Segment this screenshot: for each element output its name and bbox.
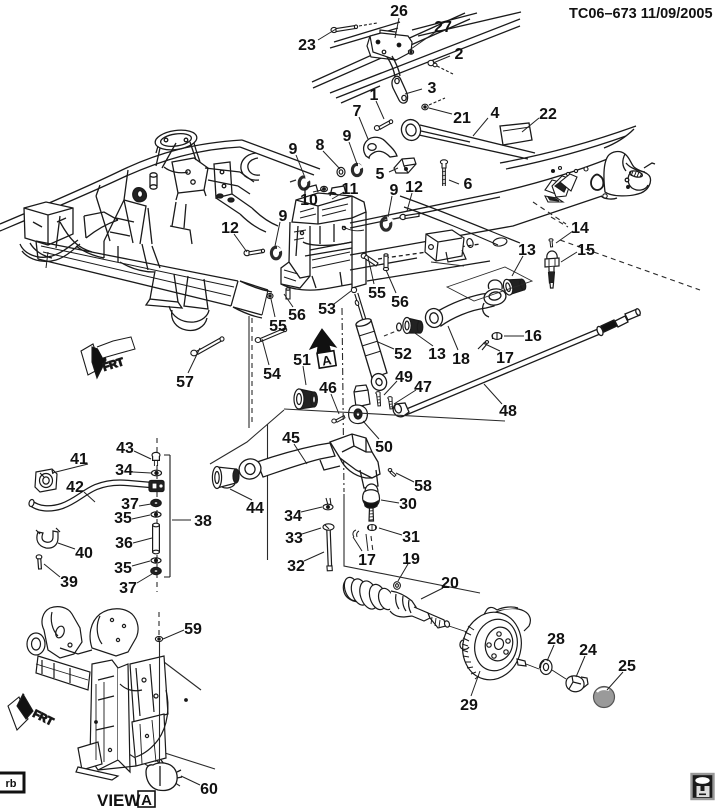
svg-text:50: 50 bbox=[375, 439, 393, 456]
svg-text:A: A bbox=[141, 792, 152, 808]
svg-text:33: 33 bbox=[285, 530, 303, 547]
svg-text:55: 55 bbox=[368, 285, 386, 302]
svg-text:17: 17 bbox=[358, 552, 376, 569]
svg-text:40: 40 bbox=[75, 545, 93, 562]
svg-text:21: 21 bbox=[453, 110, 471, 127]
svg-text:9: 9 bbox=[289, 141, 298, 158]
svg-text:8: 8 bbox=[316, 137, 325, 154]
svg-text:7: 7 bbox=[353, 103, 362, 120]
svg-text:46: 46 bbox=[319, 380, 337, 397]
svg-text:14: 14 bbox=[571, 220, 589, 237]
svg-text:2: 2 bbox=[455, 46, 464, 63]
svg-text:VIEW: VIEW bbox=[97, 791, 141, 808]
svg-text:A: A bbox=[321, 352, 333, 368]
svg-text:26: 26 bbox=[390, 3, 408, 20]
svg-text:28: 28 bbox=[547, 631, 565, 648]
svg-text:20: 20 bbox=[441, 575, 459, 592]
svg-text:13: 13 bbox=[428, 346, 446, 363]
svg-text:9: 9 bbox=[390, 182, 399, 199]
svg-text:24: 24 bbox=[579, 642, 597, 659]
svg-text:9: 9 bbox=[343, 128, 352, 145]
svg-text:32: 32 bbox=[287, 558, 305, 575]
svg-text:55: 55 bbox=[269, 318, 287, 335]
svg-text:34: 34 bbox=[284, 508, 302, 525]
svg-text:TC06–673 11/09/2005: TC06–673 11/09/2005 bbox=[569, 6, 713, 22]
svg-text:6: 6 bbox=[464, 176, 473, 193]
svg-text:49: 49 bbox=[395, 369, 413, 386]
svg-text:54: 54 bbox=[263, 366, 281, 383]
svg-text:57: 57 bbox=[176, 374, 194, 391]
svg-text:13: 13 bbox=[518, 242, 536, 259]
svg-text:44: 44 bbox=[246, 500, 264, 517]
svg-text:31: 31 bbox=[402, 529, 420, 546]
svg-text:45: 45 bbox=[282, 430, 300, 447]
svg-text:18: 18 bbox=[452, 351, 470, 368]
svg-text:3: 3 bbox=[428, 80, 437, 97]
svg-text:47: 47 bbox=[414, 379, 432, 396]
svg-text:43: 43 bbox=[116, 440, 134, 457]
svg-text:11: 11 bbox=[342, 181, 359, 198]
svg-text:35: 35 bbox=[114, 510, 132, 527]
svg-text:60: 60 bbox=[200, 781, 218, 798]
svg-text:37: 37 bbox=[121, 496, 139, 513]
svg-text:30: 30 bbox=[399, 496, 417, 513]
svg-text:12: 12 bbox=[221, 220, 239, 237]
svg-text:16: 16 bbox=[524, 328, 542, 345]
svg-text:38: 38 bbox=[194, 513, 212, 530]
svg-text:34: 34 bbox=[115, 462, 133, 479]
svg-text:25: 25 bbox=[618, 658, 636, 675]
svg-text:rb: rb bbox=[6, 778, 17, 790]
svg-text:1: 1 bbox=[370, 87, 379, 104]
svg-text:15: 15 bbox=[577, 242, 595, 259]
svg-text:5: 5 bbox=[376, 166, 385, 183]
svg-text:22: 22 bbox=[539, 106, 557, 123]
svg-text:48: 48 bbox=[499, 403, 517, 420]
svg-text:59: 59 bbox=[184, 621, 202, 638]
svg-text:27: 27 bbox=[434, 19, 452, 36]
svg-text:58: 58 bbox=[414, 478, 432, 495]
svg-text:17: 17 bbox=[496, 350, 514, 367]
svg-text:56: 56 bbox=[288, 307, 306, 324]
svg-text:23: 23 bbox=[298, 37, 316, 54]
svg-text:51: 51 bbox=[293, 352, 311, 369]
svg-text:39: 39 bbox=[60, 574, 78, 591]
svg-text:53: 53 bbox=[318, 301, 336, 318]
svg-text:41: 41 bbox=[70, 451, 88, 468]
svg-text:9: 9 bbox=[279, 208, 288, 225]
svg-text:10: 10 bbox=[300, 192, 318, 209]
svg-text:35: 35 bbox=[114, 560, 132, 577]
svg-text:56: 56 bbox=[391, 294, 409, 311]
svg-text:29: 29 bbox=[460, 697, 478, 714]
svg-text:42: 42 bbox=[66, 479, 84, 496]
svg-text:19: 19 bbox=[402, 551, 420, 568]
svg-text:37: 37 bbox=[119, 580, 137, 597]
svg-text:12: 12 bbox=[405, 179, 423, 196]
svg-text:36: 36 bbox=[115, 535, 133, 552]
svg-text:4: 4 bbox=[491, 105, 500, 122]
svg-text:52: 52 bbox=[394, 346, 412, 363]
